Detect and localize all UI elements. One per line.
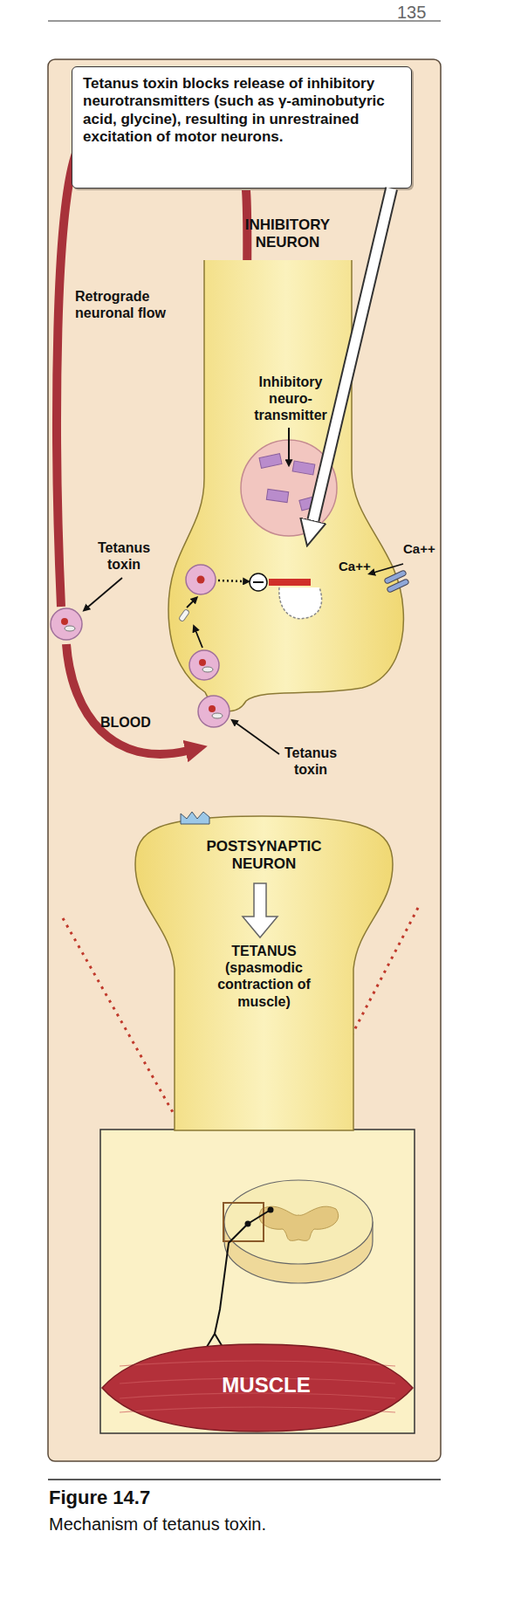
muscle-fiber bbox=[119, 1392, 396, 1399]
block-bar bbox=[268, 578, 311, 586]
neuron-body bbox=[267, 1206, 275, 1214]
neurotransmitter bbox=[266, 488, 288, 502]
retrograde-flow-arrow bbox=[56, 107, 247, 607]
muscle-shape: MUSCLE bbox=[102, 1343, 413, 1432]
ion-label: Ca++ bbox=[403, 541, 443, 557]
inhibition-symbol bbox=[249, 573, 268, 591]
synaptic-vesicle bbox=[240, 439, 337, 536]
effect-arrow bbox=[242, 883, 278, 938]
node-outline bbox=[130, 811, 398, 1131]
minus-sign bbox=[253, 581, 264, 583]
part-label: Inhibitory neuro-transmitter bbox=[241, 373, 340, 425]
node-fill bbox=[135, 815, 393, 1131]
toxin-molecule bbox=[50, 608, 83, 640]
toxin-molecule bbox=[185, 564, 216, 595]
flow-label: BLOOD bbox=[100, 713, 171, 731]
muscle-fiber bbox=[119, 1377, 396, 1384]
callout-box: Tetanus toxin blocks release of inhibito… bbox=[71, 66, 412, 189]
toxin-chain bbox=[61, 617, 69, 625]
caption-rule bbox=[47, 1478, 441, 1481]
node-fill bbox=[168, 260, 404, 712]
zoom-line bbox=[62, 918, 226, 1205]
calcium-influx-arrow bbox=[373, 563, 404, 573]
inhibitory-neuron: INHIBITORY NEURON bbox=[165, 260, 411, 719]
toxin-chain bbox=[198, 658, 206, 666]
toxin-molecule bbox=[198, 695, 230, 727]
spinal-cord-side bbox=[224, 1221, 373, 1283]
toxin-molecule bbox=[189, 650, 220, 680]
node-fill bbox=[102, 1343, 413, 1432]
node-border bbox=[168, 260, 404, 712]
calcium-channel bbox=[386, 578, 410, 593]
leader-arrow bbox=[287, 427, 290, 461]
process-arrow bbox=[195, 630, 203, 648]
node-title: MUSCLE bbox=[110, 1372, 422, 1399]
receptor bbox=[180, 811, 210, 824]
figure-panel bbox=[47, 59, 441, 1461]
zoom-box bbox=[223, 1202, 264, 1241]
toxin-heavy-chain bbox=[178, 609, 191, 623]
motor-end-plate bbox=[204, 1333, 226, 1351]
node-border bbox=[102, 1343, 413, 1432]
edge-outline bbox=[313, 188, 392, 521]
figure-caption: Mechanism of tetanus toxin. bbox=[48, 1513, 433, 1535]
part-label: Tetanus toxin bbox=[89, 539, 159, 573]
callout-arrow bbox=[313, 188, 392, 521]
page-number: 135 bbox=[397, 1, 450, 23]
muscle-fiber bbox=[119, 1360, 396, 1366]
inhibition-arrow bbox=[218, 580, 245, 582]
flow-label: Retrograde neuronal flow bbox=[75, 287, 185, 322]
toxin-circle bbox=[198, 695, 230, 727]
part-label: Tetanus toxin bbox=[275, 744, 346, 778]
toxin-light-chain bbox=[197, 575, 206, 584]
toxin-chain bbox=[64, 625, 76, 631]
neurotransmitter bbox=[292, 460, 316, 475]
ion-label: Ca++ bbox=[338, 558, 378, 575]
blood-flow-arrow bbox=[66, 644, 188, 754]
leader-arrow bbox=[235, 722, 280, 754]
node-border bbox=[135, 815, 393, 1131]
neurotransmitter bbox=[259, 453, 282, 469]
node-note: TETANUS (spasmodic contraction of muscle… bbox=[213, 942, 315, 1010]
process-arrow bbox=[186, 600, 194, 608]
spinal-cord-top bbox=[224, 1179, 373, 1264]
page-rule bbox=[47, 20, 441, 21]
node-outline bbox=[165, 260, 411, 719]
blocked-vesicle bbox=[279, 587, 323, 619]
toxin-circle bbox=[189, 650, 220, 680]
gray-matter bbox=[259, 1206, 339, 1241]
toxin-chain bbox=[202, 666, 213, 672]
figure-number: Figure 14.7 bbox=[48, 1486, 433, 1509]
edge-group bbox=[313, 188, 392, 521]
muscle-fiber bbox=[119, 1406, 396, 1412]
node-title: INHIBITORY NEURON bbox=[228, 216, 347, 253]
zoom-line bbox=[263, 907, 419, 1205]
toxin-chain bbox=[208, 705, 216, 713]
inset-box bbox=[100, 1129, 415, 1433]
toxin-circle bbox=[185, 564, 216, 595]
toxin-chain bbox=[212, 712, 223, 719]
neurotransmitter bbox=[299, 494, 323, 511]
leader-arrow bbox=[87, 577, 123, 608]
calcium-channel bbox=[383, 569, 407, 584]
callout-text: Tetanus toxin blocks release of inhibito… bbox=[82, 75, 403, 147]
postsynaptic-neuron: POSTSYNAPTIC NEURON TETANUS (spasmodic co… bbox=[130, 811, 398, 1131]
node-outline bbox=[102, 1343, 413, 1432]
toxin-circle bbox=[50, 608, 83, 640]
neuron-body bbox=[245, 1220, 252, 1227]
neuron-fiber bbox=[247, 1209, 271, 1224]
motor-axon bbox=[214, 1223, 248, 1334]
node-title: POSTSYNAPTIC NEURON bbox=[191, 837, 336, 874]
